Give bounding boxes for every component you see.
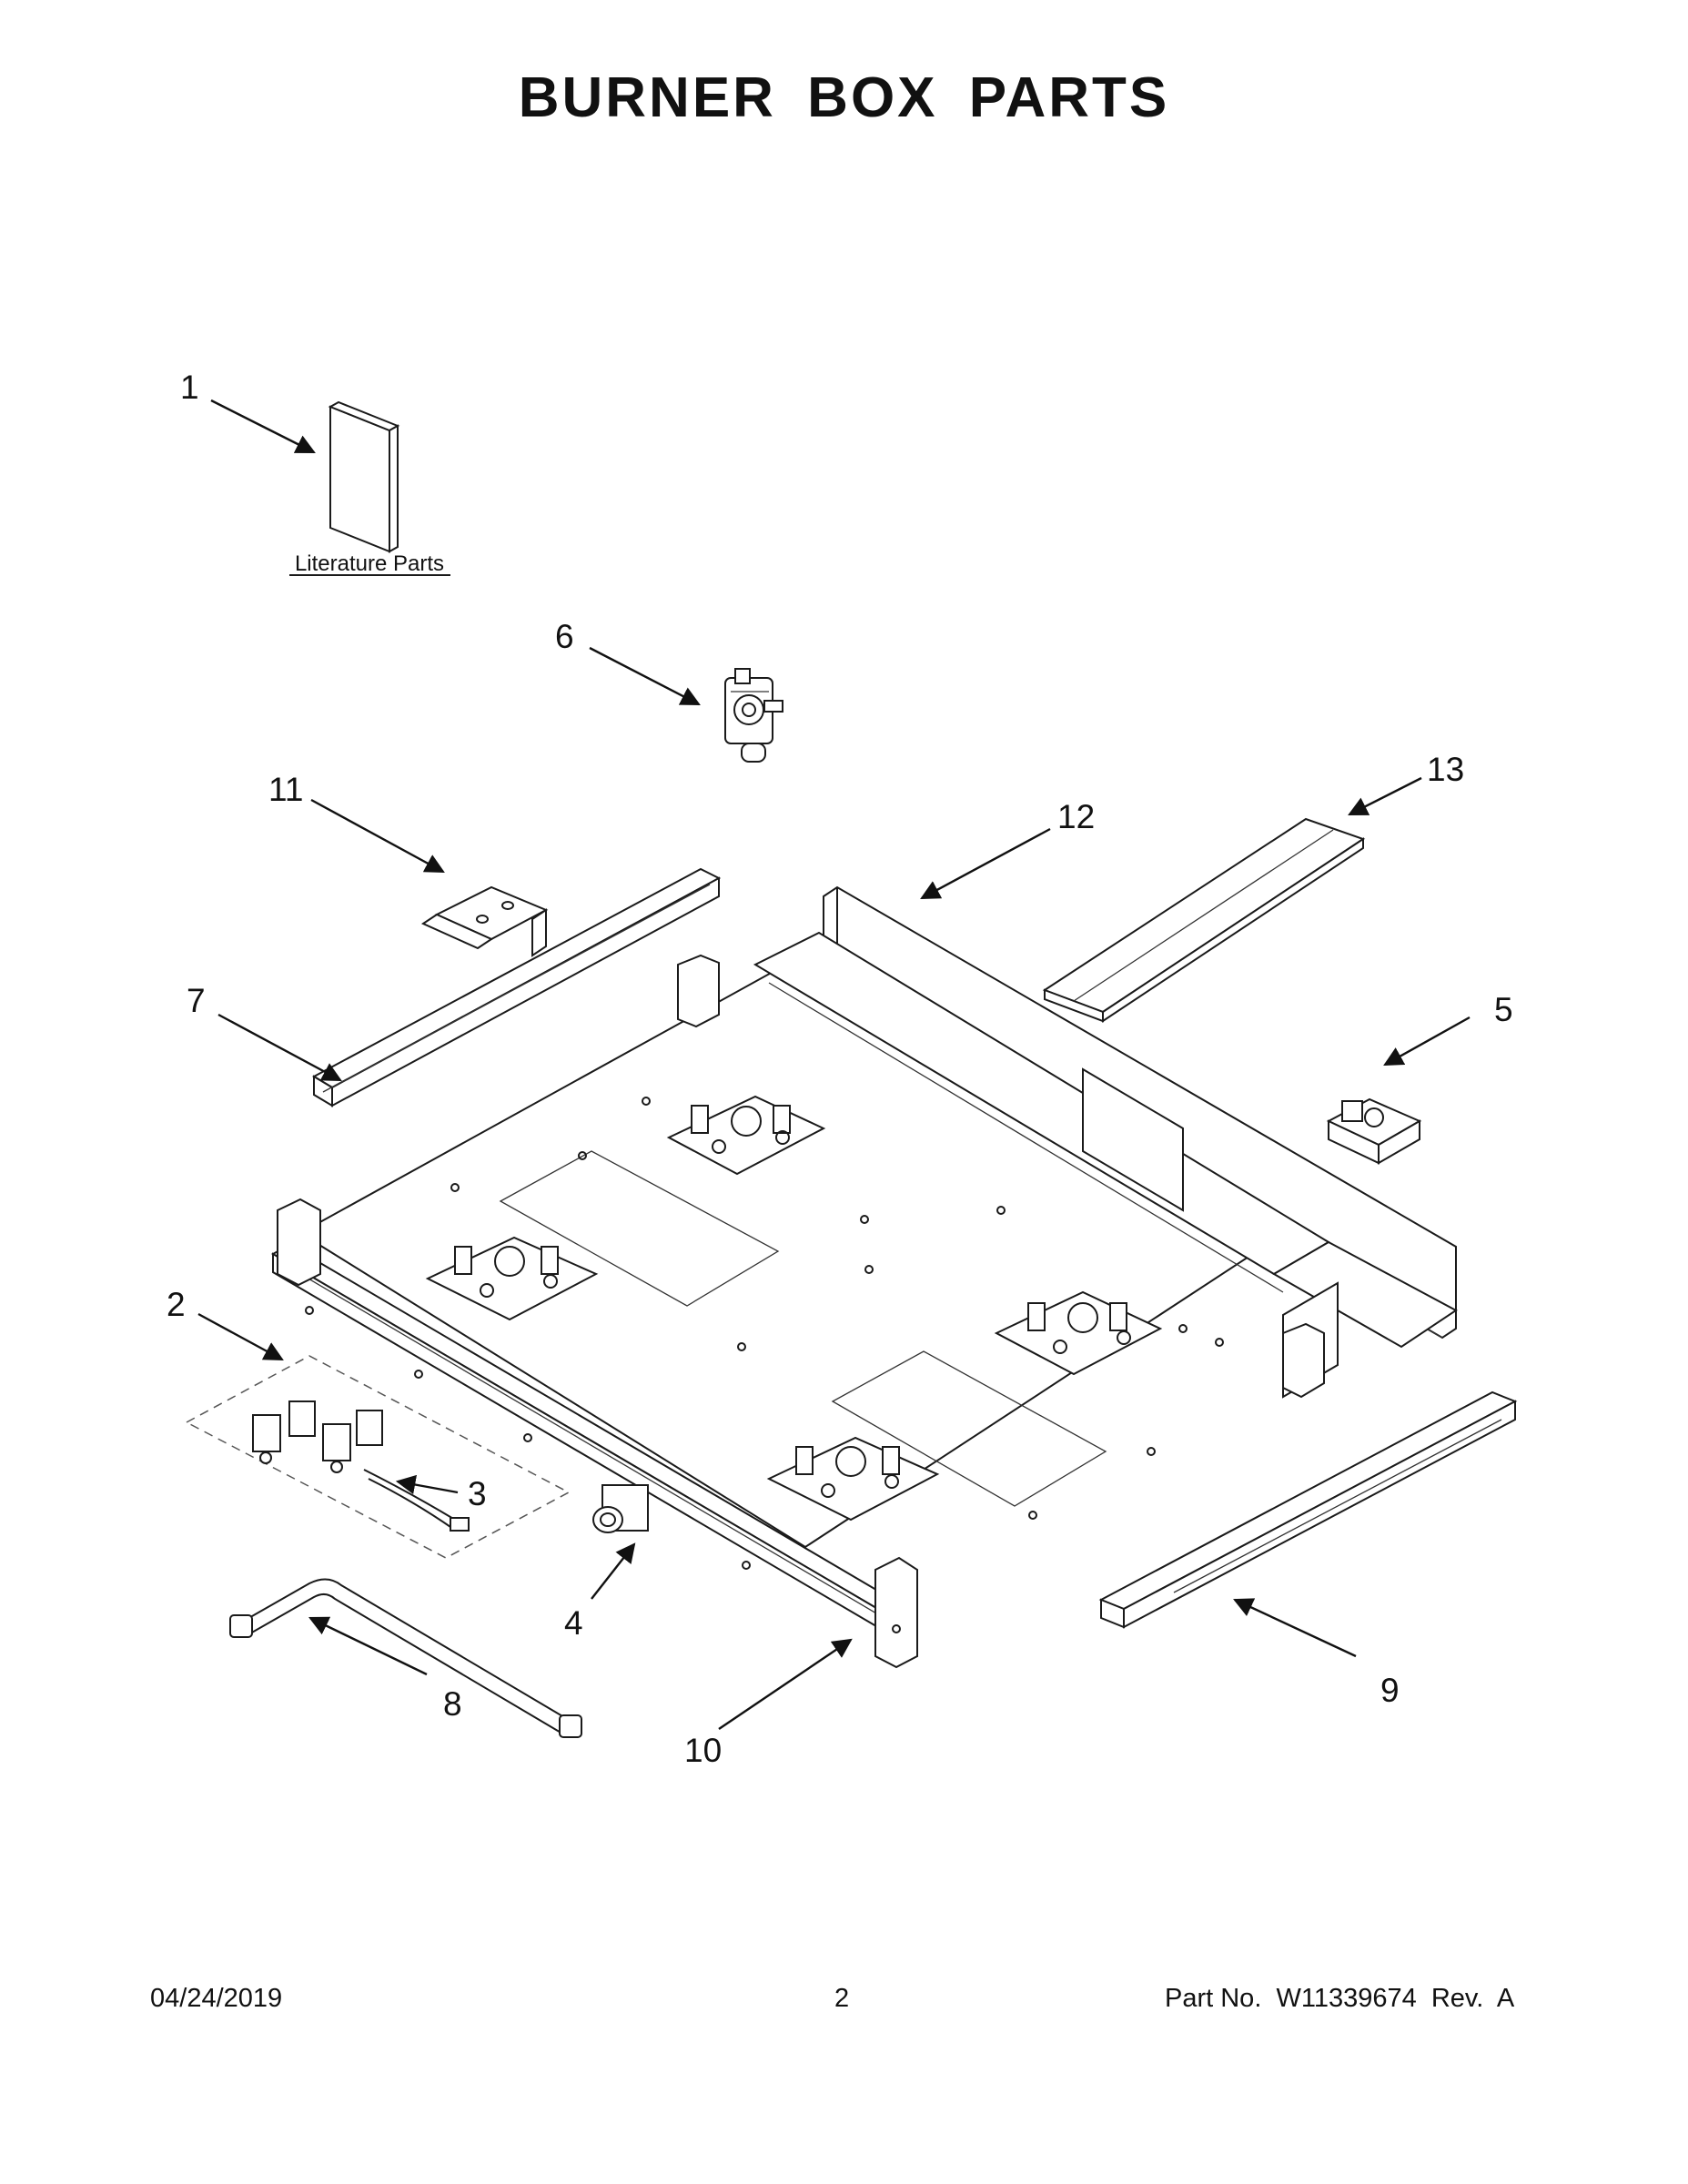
arrow-8 bbox=[308, 1616, 428, 1676]
arrow-11 bbox=[310, 798, 445, 874]
part-2-valve-group bbox=[185, 1355, 571, 1559]
part-6-igniter bbox=[724, 668, 783, 763]
footer-part-number: Part No. W11339674 Rev. A bbox=[1165, 1984, 1515, 2013]
arrow-5 bbox=[1383, 1016, 1471, 1067]
part-5-spark-generator bbox=[1326, 1097, 1422, 1165]
part-13-cover-panel bbox=[1042, 817, 1366, 1023]
burner-assembly-rear-right bbox=[994, 1290, 1163, 1376]
callout-2: 2 bbox=[167, 1286, 186, 1323]
callout-5: 5 bbox=[1494, 991, 1513, 1028]
part-10-front-rail bbox=[270, 1198, 918, 1669]
callout-1: 1 bbox=[180, 369, 199, 406]
literature-parts-label: Literature Parts bbox=[295, 551, 444, 576]
arrow-10 bbox=[718, 1638, 853, 1730]
callout-11: 11 bbox=[268, 771, 303, 808]
arrow-2 bbox=[197, 1312, 284, 1361]
arrow-9 bbox=[1233, 1598, 1357, 1658]
callout-arrows bbox=[197, 399, 1471, 1730]
callout-6: 6 bbox=[555, 618, 574, 655]
part-9-front-trim bbox=[1098, 1390, 1518, 1629]
callout-10: 10 bbox=[684, 1732, 722, 1769]
callout-12: 12 bbox=[1057, 798, 1095, 835]
arrow-1 bbox=[210, 399, 316, 454]
footer-page-number: 2 bbox=[834, 1984, 850, 2013]
arrow-6 bbox=[589, 646, 701, 706]
callout-13: 13 bbox=[1427, 751, 1464, 788]
callout-numbers: 1 6 11 7 12 13 5 2 3 4 8 10 9 bbox=[167, 369, 1513, 1769]
callout-8: 8 bbox=[443, 1685, 462, 1723]
footer-date: 04/24/2019 bbox=[150, 1984, 283, 2013]
arrow-4 bbox=[591, 1542, 636, 1600]
part-3-wire-harness bbox=[363, 1469, 470, 1532]
burner-assembly-rear-left bbox=[666, 1095, 826, 1176]
part-8-gas-tube bbox=[229, 1578, 582, 1738]
part-12-burner-box bbox=[298, 885, 1458, 1549]
part-4-regulator bbox=[592, 1484, 649, 1533]
callout-3: 3 bbox=[468, 1475, 487, 1512]
callout-4: 4 bbox=[564, 1604, 583, 1642]
arrow-12 bbox=[920, 827, 1051, 900]
part-7-rail bbox=[311, 867, 722, 1107]
callout-9: 9 bbox=[1380, 1672, 1400, 1709]
part-11-bracket bbox=[420, 885, 549, 957]
part-1-literature bbox=[289, 400, 450, 576]
burner-assembly-front-left bbox=[425, 1236, 599, 1321]
arrow-7 bbox=[217, 1013, 342, 1082]
burner-assembly-front-right bbox=[766, 1436, 940, 1522]
callout-7: 7 bbox=[187, 982, 206, 1019]
page-title: BURNER BOX PARTS bbox=[518, 66, 1170, 129]
arrow-13 bbox=[1348, 776, 1422, 816]
arrow-3 bbox=[395, 1474, 459, 1495]
